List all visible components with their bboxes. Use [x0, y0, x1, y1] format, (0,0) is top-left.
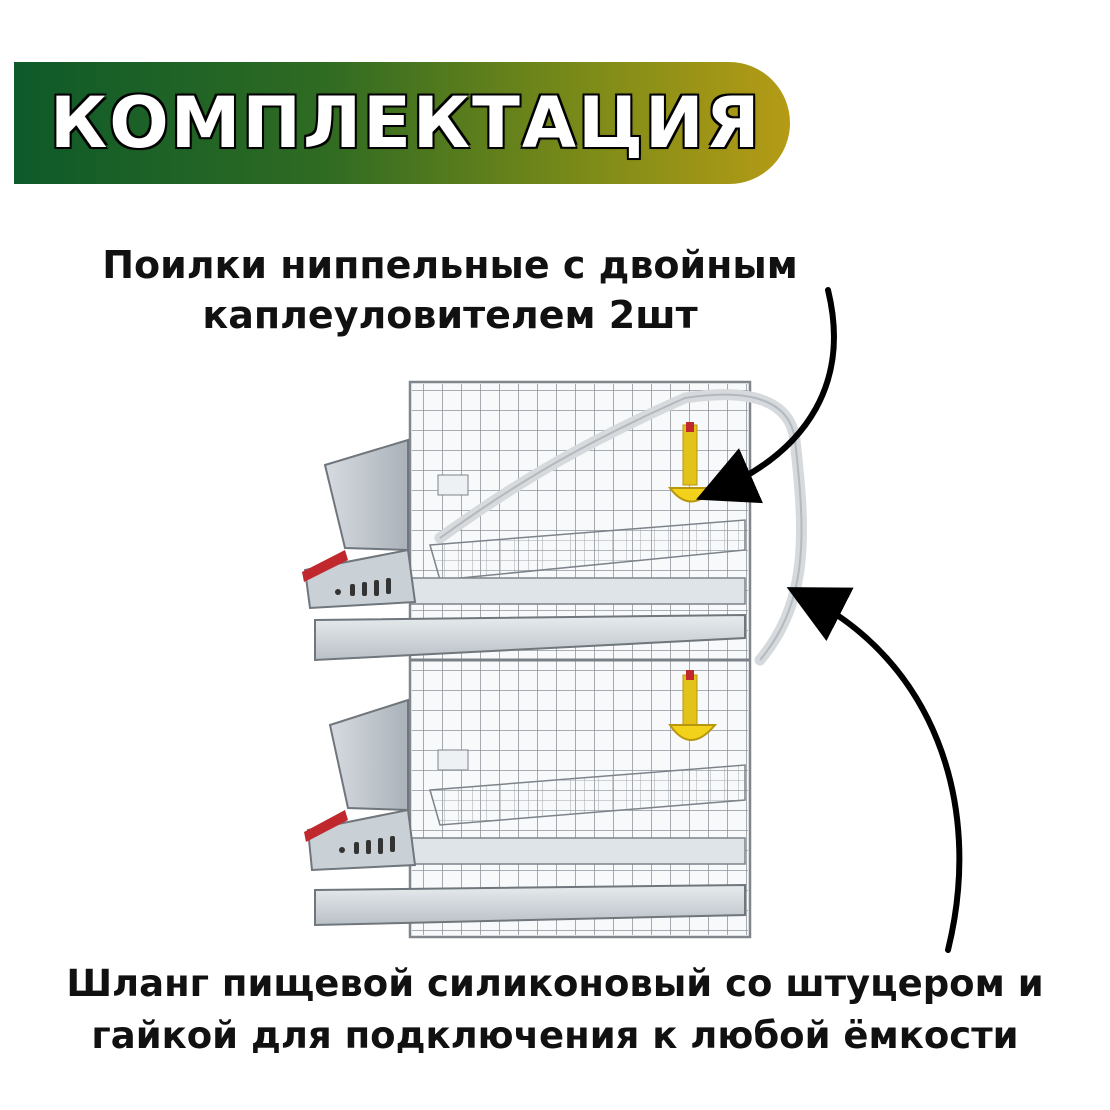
hose-caption-line2: гайкой для подключения к любой ёмкости [91, 1014, 1019, 1057]
cage-product-image [302, 380, 808, 939]
drinker-arrow-icon [695, 287, 837, 504]
hose-caption: Шланг пищевой силиконовый со штуцером и … [0, 958, 1110, 1062]
hose-arrow-icon [786, 587, 963, 953]
drinkers-caption-line2: каплеуловителем 2шт [202, 293, 698, 337]
drinkers-caption-line1: Поилки ниппельные с двойным [102, 243, 798, 287]
drinkers-caption: Поилки ниппельные с двойным каплеуловите… [40, 240, 860, 340]
title-banner: КОМПЛЕКТАЦИЯ [14, 62, 790, 184]
banner-title: КОМПЛЕКТАЦИЯ [50, 82, 762, 164]
hose-caption-line1: Шланг пищевой силиконовый со штуцером и [66, 962, 1044, 1005]
